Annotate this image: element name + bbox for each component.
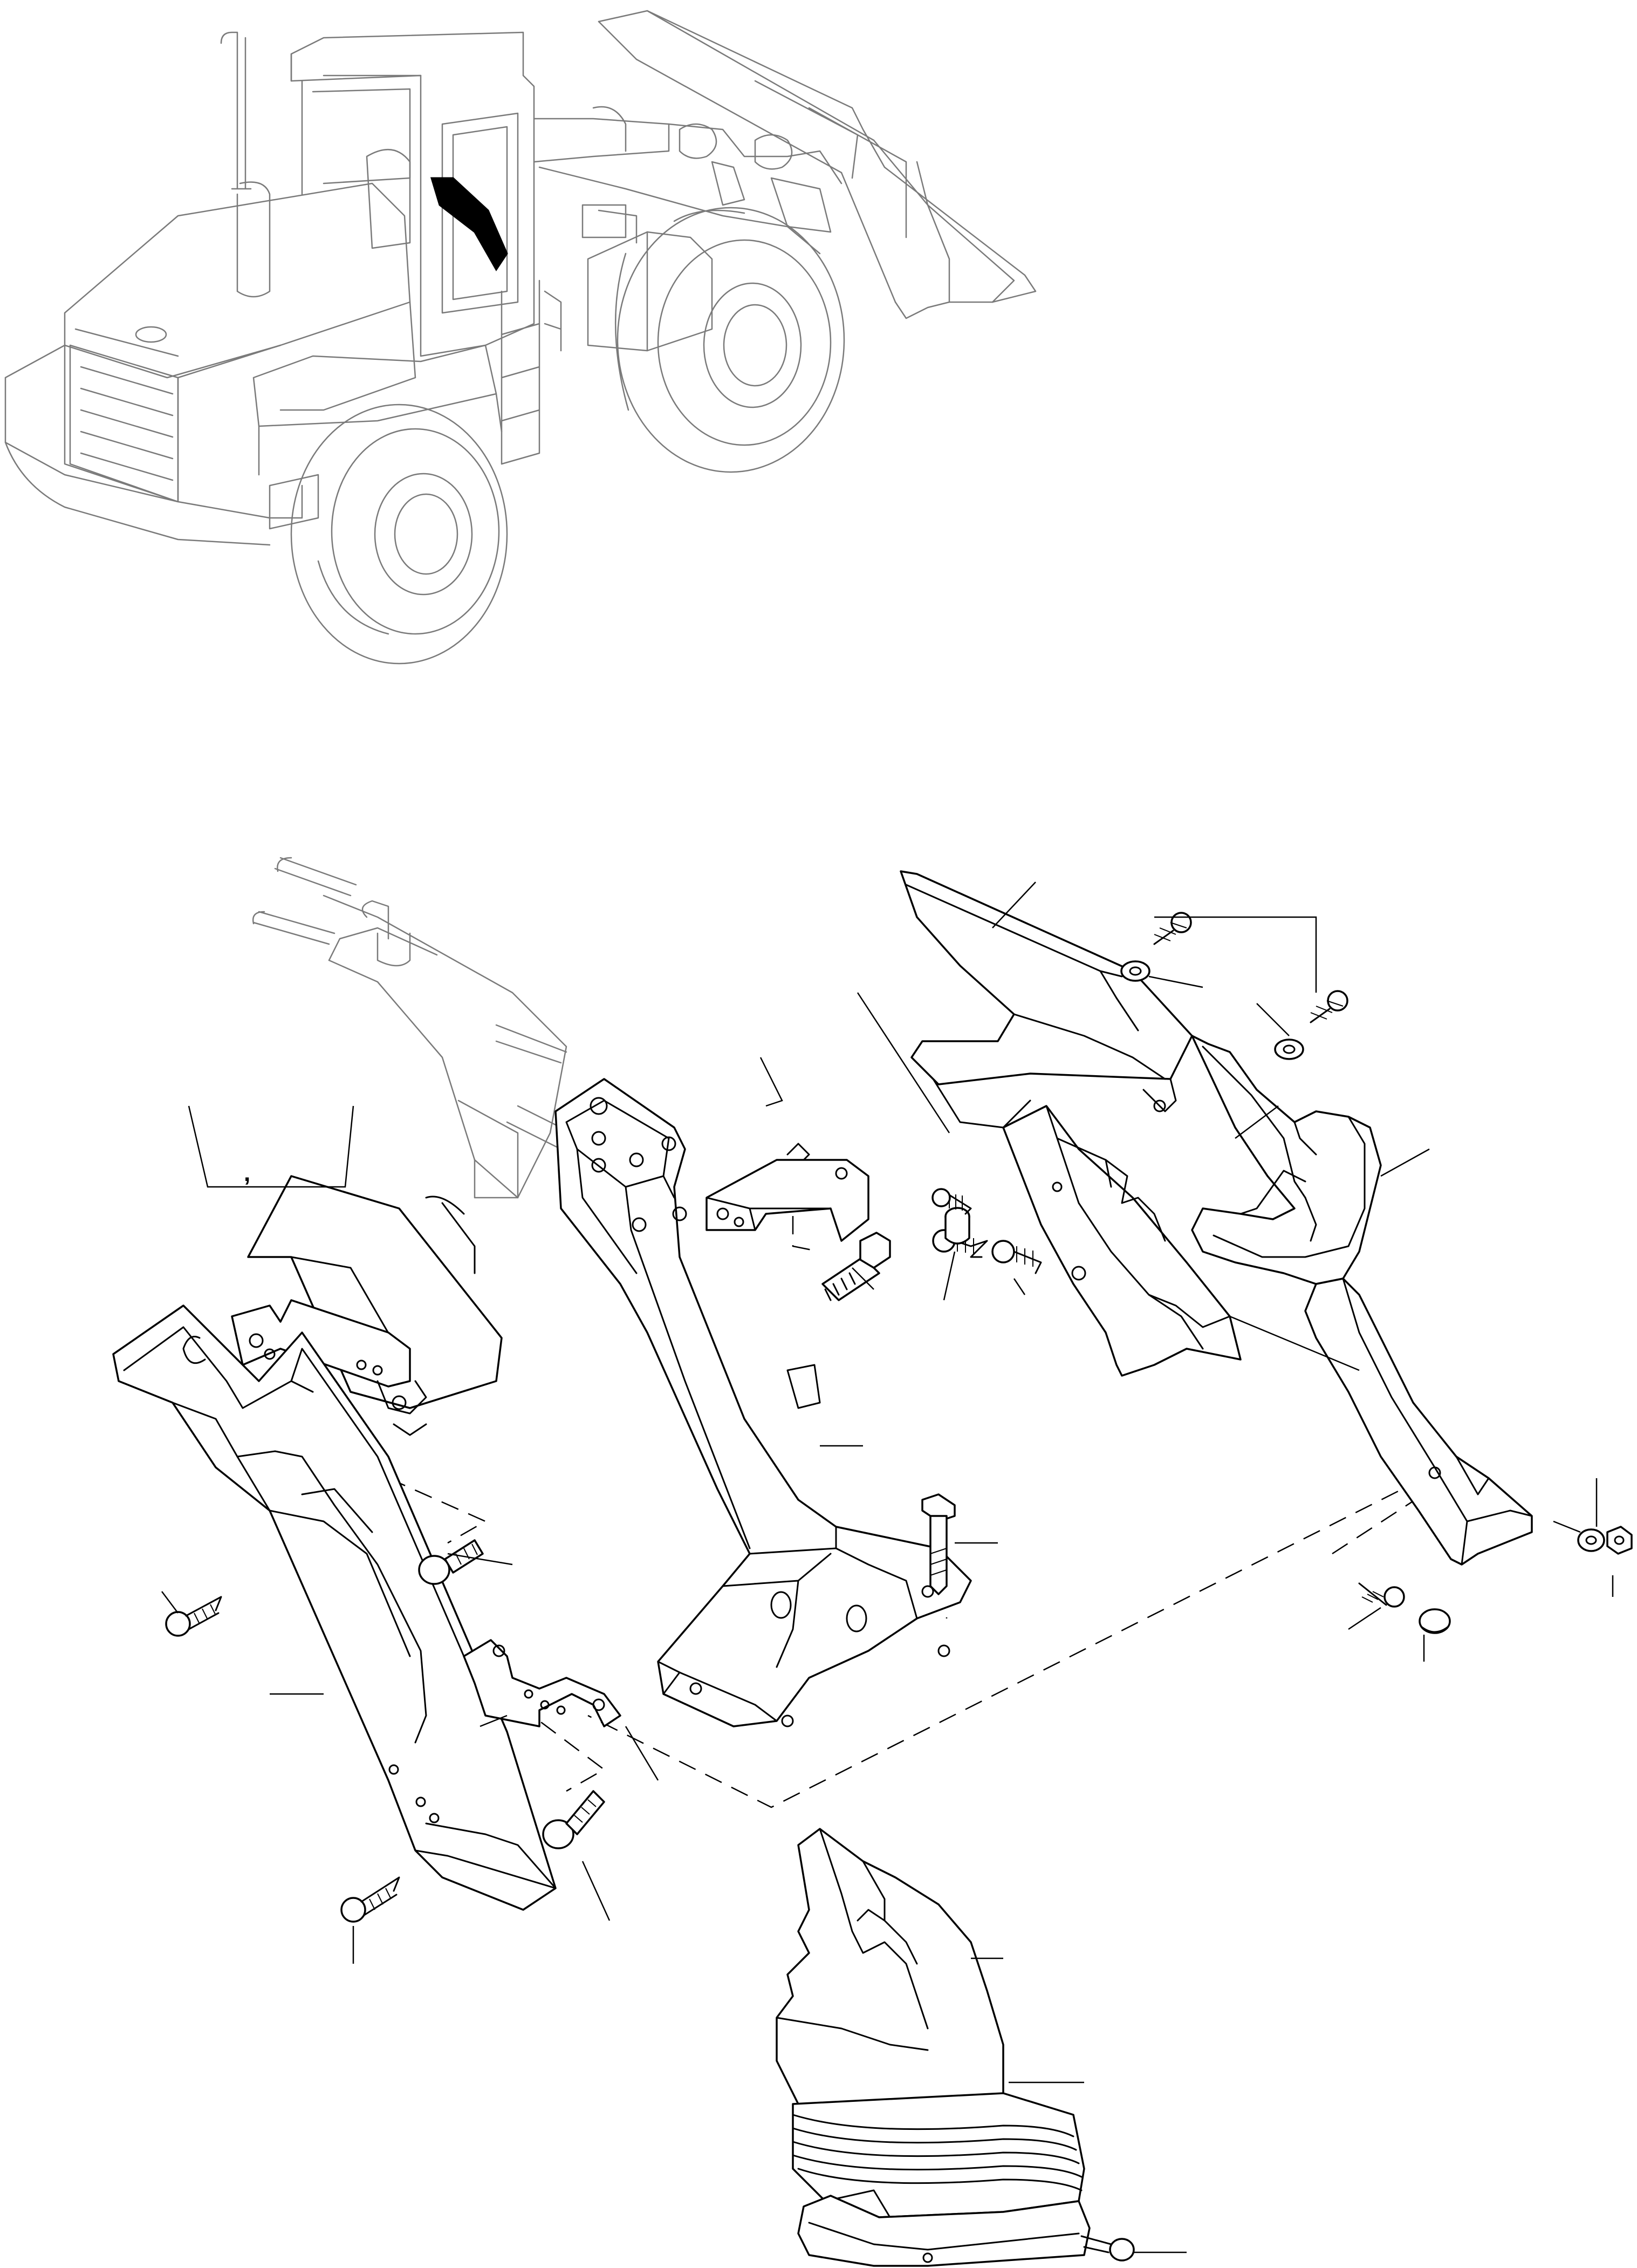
washer (1274, 1039, 1304, 1060)
front-cover-column (1002, 1105, 1242, 1377)
plug-cap (1419, 1608, 1451, 1634)
alignment-line (792, 1187, 820, 1253)
flange-bolt (542, 1790, 605, 1849)
flange-screw (1080, 2235, 1135, 2262)
washer (1120, 960, 1150, 982)
rear-cover-column (1304, 1278, 1533, 1566)
tapping-screw (931, 1188, 972, 1215)
alignment-line (388, 1477, 487, 1544)
cap-screw (1310, 990, 1348, 1023)
joystick-boot-cover (776, 1828, 1004, 2154)
rear-cover-upper (1191, 1035, 1382, 1285)
long-bolt (921, 1493, 956, 1595)
callout-separator-text: , (244, 1160, 251, 1186)
tapping-screw (991, 1240, 1042, 1274)
top-mounting-bracket (706, 1143, 869, 1242)
left-column-housing (112, 1304, 557, 1911)
front-cover-upper (900, 870, 1193, 1129)
nut (1606, 1526, 1633, 1555)
alignment-line (517, 1704, 606, 1792)
left-lower-clamp (463, 1639, 621, 1727)
wheel-loader-overview (4, 10, 1037, 665)
tapping-screw (340, 1876, 400, 1923)
callout-leaders (161, 882, 1614, 2253)
alignment-line (587, 1477, 1424, 1808)
rubber-bushing (944, 1207, 970, 1245)
tapping-screw (1358, 1582, 1405, 1608)
tapping-screw (165, 1596, 222, 1637)
flange-bolt (418, 1539, 484, 1585)
boot-base-frame (797, 2195, 1091, 2267)
rubber-bellows (792, 2092, 1085, 2218)
left-support-bracket (247, 1175, 503, 1409)
left-upper-clamp (231, 1299, 427, 1436)
hex-bolt (821, 1232, 891, 1301)
alignment-line (1332, 1483, 1441, 1555)
control-valve-reference (252, 857, 584, 1199)
washer (1577, 1528, 1605, 1552)
